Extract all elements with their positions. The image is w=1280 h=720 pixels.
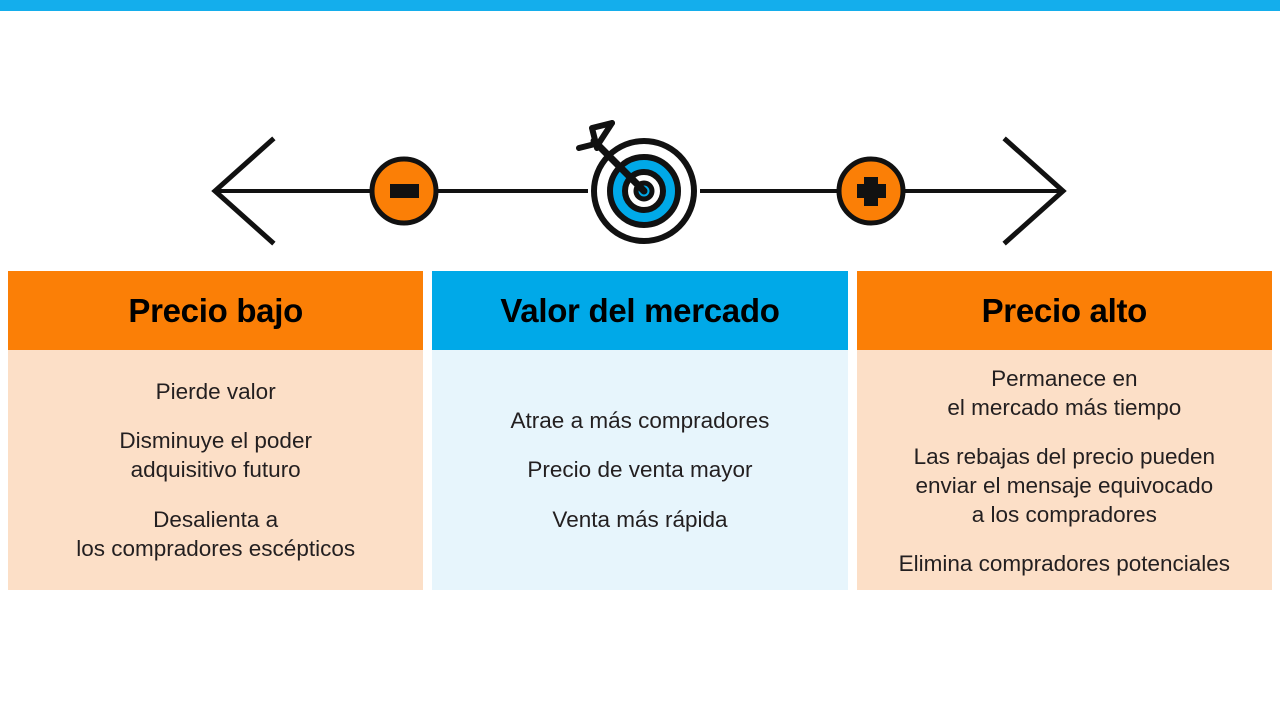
list-item: Permanece en el mercado más tiempo	[947, 366, 1182, 421]
list-item: Desalienta a los compradores escépticos	[76, 506, 356, 561]
list-item: Elimina compradores potenciales	[898, 551, 1231, 577]
comparison-columns: Precio bajo Pierde valor Disminuye el po…	[8, 271, 1272, 590]
column-valor-del-mercado: Valor del mercado Atrae a más compradore…	[432, 271, 848, 590]
left-arrow-head	[211, 136, 276, 246]
column-title: Precio bajo	[128, 292, 303, 329]
list-item: Atrae a más compradores	[510, 408, 770, 434]
top-accent-bar	[0, 0, 1280, 11]
target-bullseye-icon	[576, 120, 697, 244]
column-title: Valor del mercado	[500, 292, 780, 329]
column-header-precio-alto: Precio alto	[856, 271, 1272, 350]
column-precio-bajo: Precio bajo Pierde valor Disminuye el po…	[8, 271, 424, 590]
price-spectrum-graphic	[0, 110, 1280, 260]
column-title: Precio alto	[981, 292, 1148, 329]
list-item: Las rebajas del precio pueden enviar el …	[913, 444, 1216, 528]
minus-marker	[369, 156, 439, 226]
right-arrow-head	[1002, 136, 1067, 246]
column-body-precio-alto: Permanece en el mercado más tiempo Las r…	[856, 350, 1272, 590]
column-precio-alto: Precio alto Permanece en el mercado más …	[856, 271, 1272, 590]
list-item: Precio de venta mayor	[527, 457, 753, 483]
column-body-valor-del-mercado: Atrae a más compradores Precio de venta …	[432, 350, 848, 590]
plus-marker	[836, 156, 906, 226]
list-item: Disminuye el poder adquisitivo futuro	[119, 428, 312, 483]
column-header-precio-bajo: Precio bajo	[8, 271, 424, 350]
list-item: Pierde valor	[155, 379, 276, 405]
column-body-precio-bajo: Pierde valor Disminuye el poder adquisit…	[8, 350, 424, 590]
column-header-valor-del-mercado: Valor del mercado	[432, 271, 848, 350]
list-item: Venta más rápida	[552, 506, 728, 532]
